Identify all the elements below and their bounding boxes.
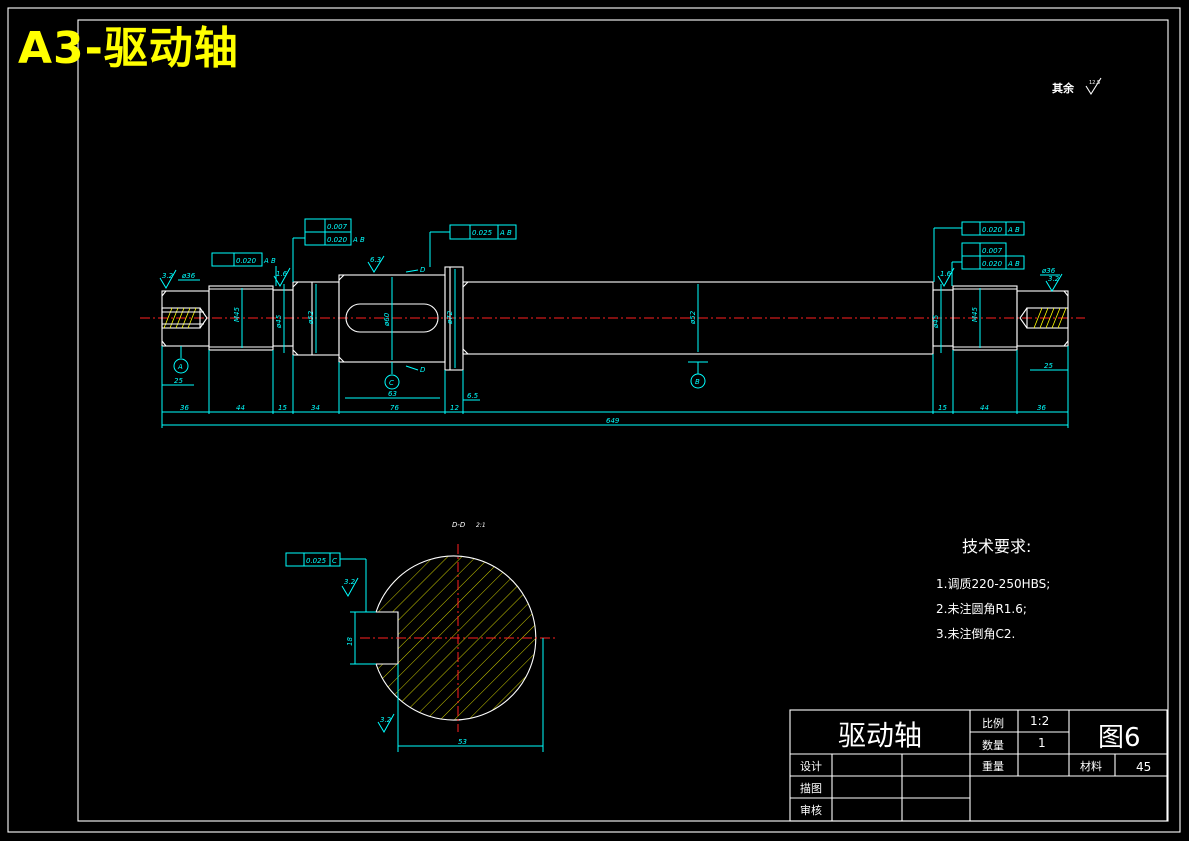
dim-63: 63	[388, 390, 397, 398]
svg-text:0.025: 0.025	[306, 557, 327, 565]
dim-dia60: ø60	[383, 312, 391, 327]
dim-6-5: 6.5	[467, 392, 479, 400]
section-scale: 2:1	[476, 522, 486, 529]
svg-text:0.020: 0.020	[982, 260, 1003, 268]
tech-requirement-1: 1.调质220-250HBS;	[936, 577, 1050, 591]
dim-dia45-right: ø45	[932, 314, 940, 329]
dim-section-18: 18	[346, 637, 354, 646]
title-scale-label: 比例	[982, 716, 1004, 730]
svg-text:1.6: 1.6	[276, 270, 288, 278]
dim-25-right: 25	[1044, 362, 1053, 370]
dim-dia52-left: ø52	[307, 310, 315, 325]
svg-text:A B: A B	[1007, 226, 1020, 234]
svg-text:3.2: 3.2	[162, 272, 174, 280]
dim-15-right: 15	[938, 404, 947, 412]
title-material-value: 45	[1136, 760, 1151, 774]
dim-34: 34	[311, 404, 320, 412]
datum-c: C	[384, 362, 400, 390]
svg-text:0.025: 0.025	[472, 229, 493, 237]
dim-36-left: 36	[180, 404, 189, 412]
svg-text:C: C	[332, 557, 337, 565]
title-scale-value: 1:2	[1030, 714, 1049, 728]
dim-dia36-left: ø36	[181, 272, 196, 280]
svg-text:6.3: 6.3	[370, 256, 381, 264]
svg-text:B: B	[695, 378, 700, 386]
svg-text:1.6: 1.6	[940, 270, 952, 278]
svg-text:0.007: 0.007	[327, 223, 348, 231]
svg-text:0.007: 0.007	[982, 247, 1003, 255]
svg-text:0.020: 0.020	[236, 257, 257, 265]
dim-section-53: 53	[458, 738, 467, 746]
title-design-label: 设计	[800, 760, 822, 773]
dim-m45-left: M45	[233, 307, 241, 322]
svg-text:A B: A B	[263, 257, 276, 265]
roughness-note-value: 12.5	[1089, 80, 1100, 86]
section-label: D-D	[452, 521, 466, 529]
dim-76: 76	[390, 404, 399, 412]
svg-text:3.2: 3.2	[344, 578, 356, 586]
svg-text:A B: A B	[352, 236, 365, 244]
dim-dia72: ø72	[446, 310, 454, 325]
title-weight-label: 重量	[982, 759, 1004, 773]
shaft-main-view: M45 ø45 ø52 ø60 ø72 ø52 ø45 M45 36 44 15…	[140, 218, 1085, 428]
tech-requirement-3: 3.未注倒角C2.	[936, 626, 1015, 641]
title-part-name: 驱动轴	[838, 719, 922, 752]
fcf-right: 0.020 A B 0.007 0.020 A B	[933, 221, 1025, 286]
section-mark-d-top: D	[420, 266, 426, 274]
datum-a: A	[173, 346, 189, 374]
outer-frame	[7, 7, 1181, 833]
tech-requirements-title: 技术要求:	[962, 537, 1031, 556]
svg-text:0.020: 0.020	[982, 226, 1003, 234]
svg-text:3.2: 3.2	[1048, 275, 1060, 283]
svg-text:A B: A B	[499, 229, 512, 237]
tech-requirement-2: 2.未注圆角R1.6;	[936, 601, 1027, 616]
dim-dia52-middle: ø52	[689, 310, 697, 325]
title-review-label: 审核	[800, 803, 822, 817]
svg-text:A B: A B	[1007, 260, 1020, 268]
dim-dia45-left: ø45	[275, 314, 283, 329]
dim-36-right: 36	[1037, 404, 1046, 412]
dim-dia36-right: ø36	[1041, 267, 1056, 275]
roughness-note: 其余	[1052, 81, 1075, 95]
dim-12: 12	[450, 404, 459, 412]
svg-text:C: C	[389, 379, 394, 387]
dim-44-right: 44	[980, 404, 989, 412]
fcf-center: 0.025 A B	[429, 224, 517, 267]
section-view: D-D 2:1 18 53 0.025 C	[285, 521, 558, 752]
dim-649: 649	[606, 417, 620, 425]
dim-25-left: 25	[174, 377, 183, 385]
dim-44-left: 44	[236, 404, 245, 412]
section-fcf: 0.025 C	[285, 552, 367, 612]
roughness-symbol	[1085, 77, 1102, 96]
title-draw-label: 描图	[800, 781, 822, 795]
length-dimensions: 36 44 15 34 76 12 15 44 36 649 63 6.5 25…	[161, 346, 1069, 428]
svg-text:3.2: 3.2	[380, 716, 392, 724]
title-qty-value: 1	[1038, 736, 1046, 750]
datum-b: B	[688, 361, 708, 389]
fcf-left: 0.020 A B	[211, 252, 277, 286]
fcf-mid-left: 0.007 0.020 A B	[292, 218, 365, 282]
title-qty-label: 数量	[982, 739, 1004, 752]
title-drawing-no: 图6	[1098, 723, 1141, 753]
title-block: 驱动轴 比例 1:2 数量 1 图6 重量 材料 45 设计 描图 审核	[789, 709, 1168, 822]
dim-15-left: 15	[278, 404, 287, 412]
title-material-label: 材料	[1080, 759, 1102, 773]
keyway	[345, 303, 439, 333]
section-mark-d-bottom: D	[420, 366, 426, 374]
dim-m45-right: M45	[971, 307, 979, 322]
sheet-label: A3-驱动轴	[18, 23, 239, 74]
svg-text:0.020: 0.020	[327, 236, 348, 244]
svg-text:A: A	[177, 363, 183, 371]
tech-requirements: 技术要求: 1.调质220-250HBS; 2.未注圆角R1.6; 3.未注倒角…	[936, 537, 1050, 641]
inner-frame	[77, 19, 1169, 822]
